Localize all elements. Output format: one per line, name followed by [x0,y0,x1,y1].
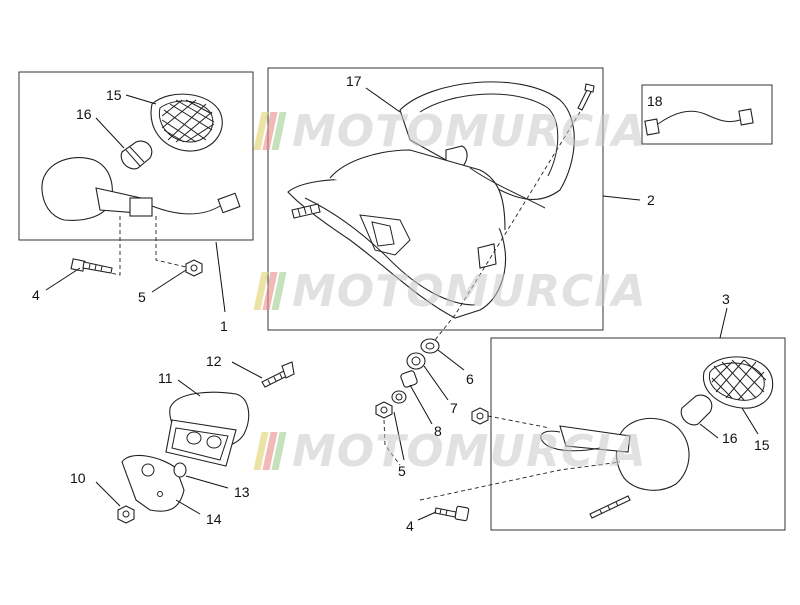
leader-13 [185,475,229,489]
label-18: 18 [647,93,663,109]
label-2: 2 [647,192,655,208]
label-4-bottom: 4 [406,518,414,534]
left-nut [185,259,203,277]
leader-15a [125,94,157,105]
leader-16b [699,423,719,439]
label-16-left: 16 [76,106,92,122]
leader-7 [423,365,449,401]
leader-3 [719,307,728,339]
left-lens-cover [150,93,223,152]
watermark-text-top: MOTOMURCIA [292,106,647,157]
right-turn-signal-assembly [419,356,774,519]
leader-4b [417,511,437,521]
label-17: 17 [346,73,362,89]
label-11: 11 [158,370,173,386]
leader-6 [437,349,465,371]
label-7: 7 [450,400,458,416]
leader-10 [95,481,121,507]
watermark-text-bottom: MOTOMURCIA [292,426,647,477]
label-10: 10 [70,470,86,486]
watermark-top: MOTOMURCIA [253,106,646,157]
tail-light-assembly [287,81,595,341]
label-1: 1 [220,318,228,334]
leader-14 [175,499,201,515]
wiring-harness [644,108,754,136]
label-5-center: 5 [398,463,406,479]
label-12: 12 [206,353,222,369]
leader-17 [365,87,401,113]
license-plate-light [117,361,295,524]
leader-9 [393,411,405,461]
label-6: 6 [466,371,474,387]
label-15-right: 15 [754,437,770,453]
label-4-left: 4 [32,287,40,303]
leader-1 [215,241,226,313]
left-signal-housing [41,157,241,221]
label-8: 8 [434,423,442,439]
label-3: 3 [722,291,730,307]
label-15-left: 15 [106,87,122,103]
center-fasteners [375,338,440,466]
watermark-text-middle: MOTOMURCIA [292,266,647,317]
leader-11 [177,379,201,397]
bottom-bolt [434,505,470,522]
frame-tail-light [267,67,604,331]
frame-right-turn-signal [490,337,786,531]
leader-5a [151,269,187,293]
leader-12 [231,361,263,379]
leader-16a [95,117,125,149]
frame-left-turn-signal [18,71,254,241]
label-5-left: 5 [138,289,146,305]
leader-15b [741,407,759,435]
leader-8 [409,384,433,425]
watermark-middle: MOTOMURCIA [253,266,646,317]
leader-4a [45,267,81,291]
label-16-right: 16 [722,430,738,446]
label-14: 14 [206,511,222,527]
frame-wiring-harness [641,84,773,145]
left-bolt [70,258,113,274]
label-13: 13 [234,484,250,500]
left-bulb [120,140,153,170]
leader-2 [602,195,641,201]
watermark-bottom: MOTOMURCIA [253,426,646,477]
left-turn-signal-assembly [41,93,241,276]
